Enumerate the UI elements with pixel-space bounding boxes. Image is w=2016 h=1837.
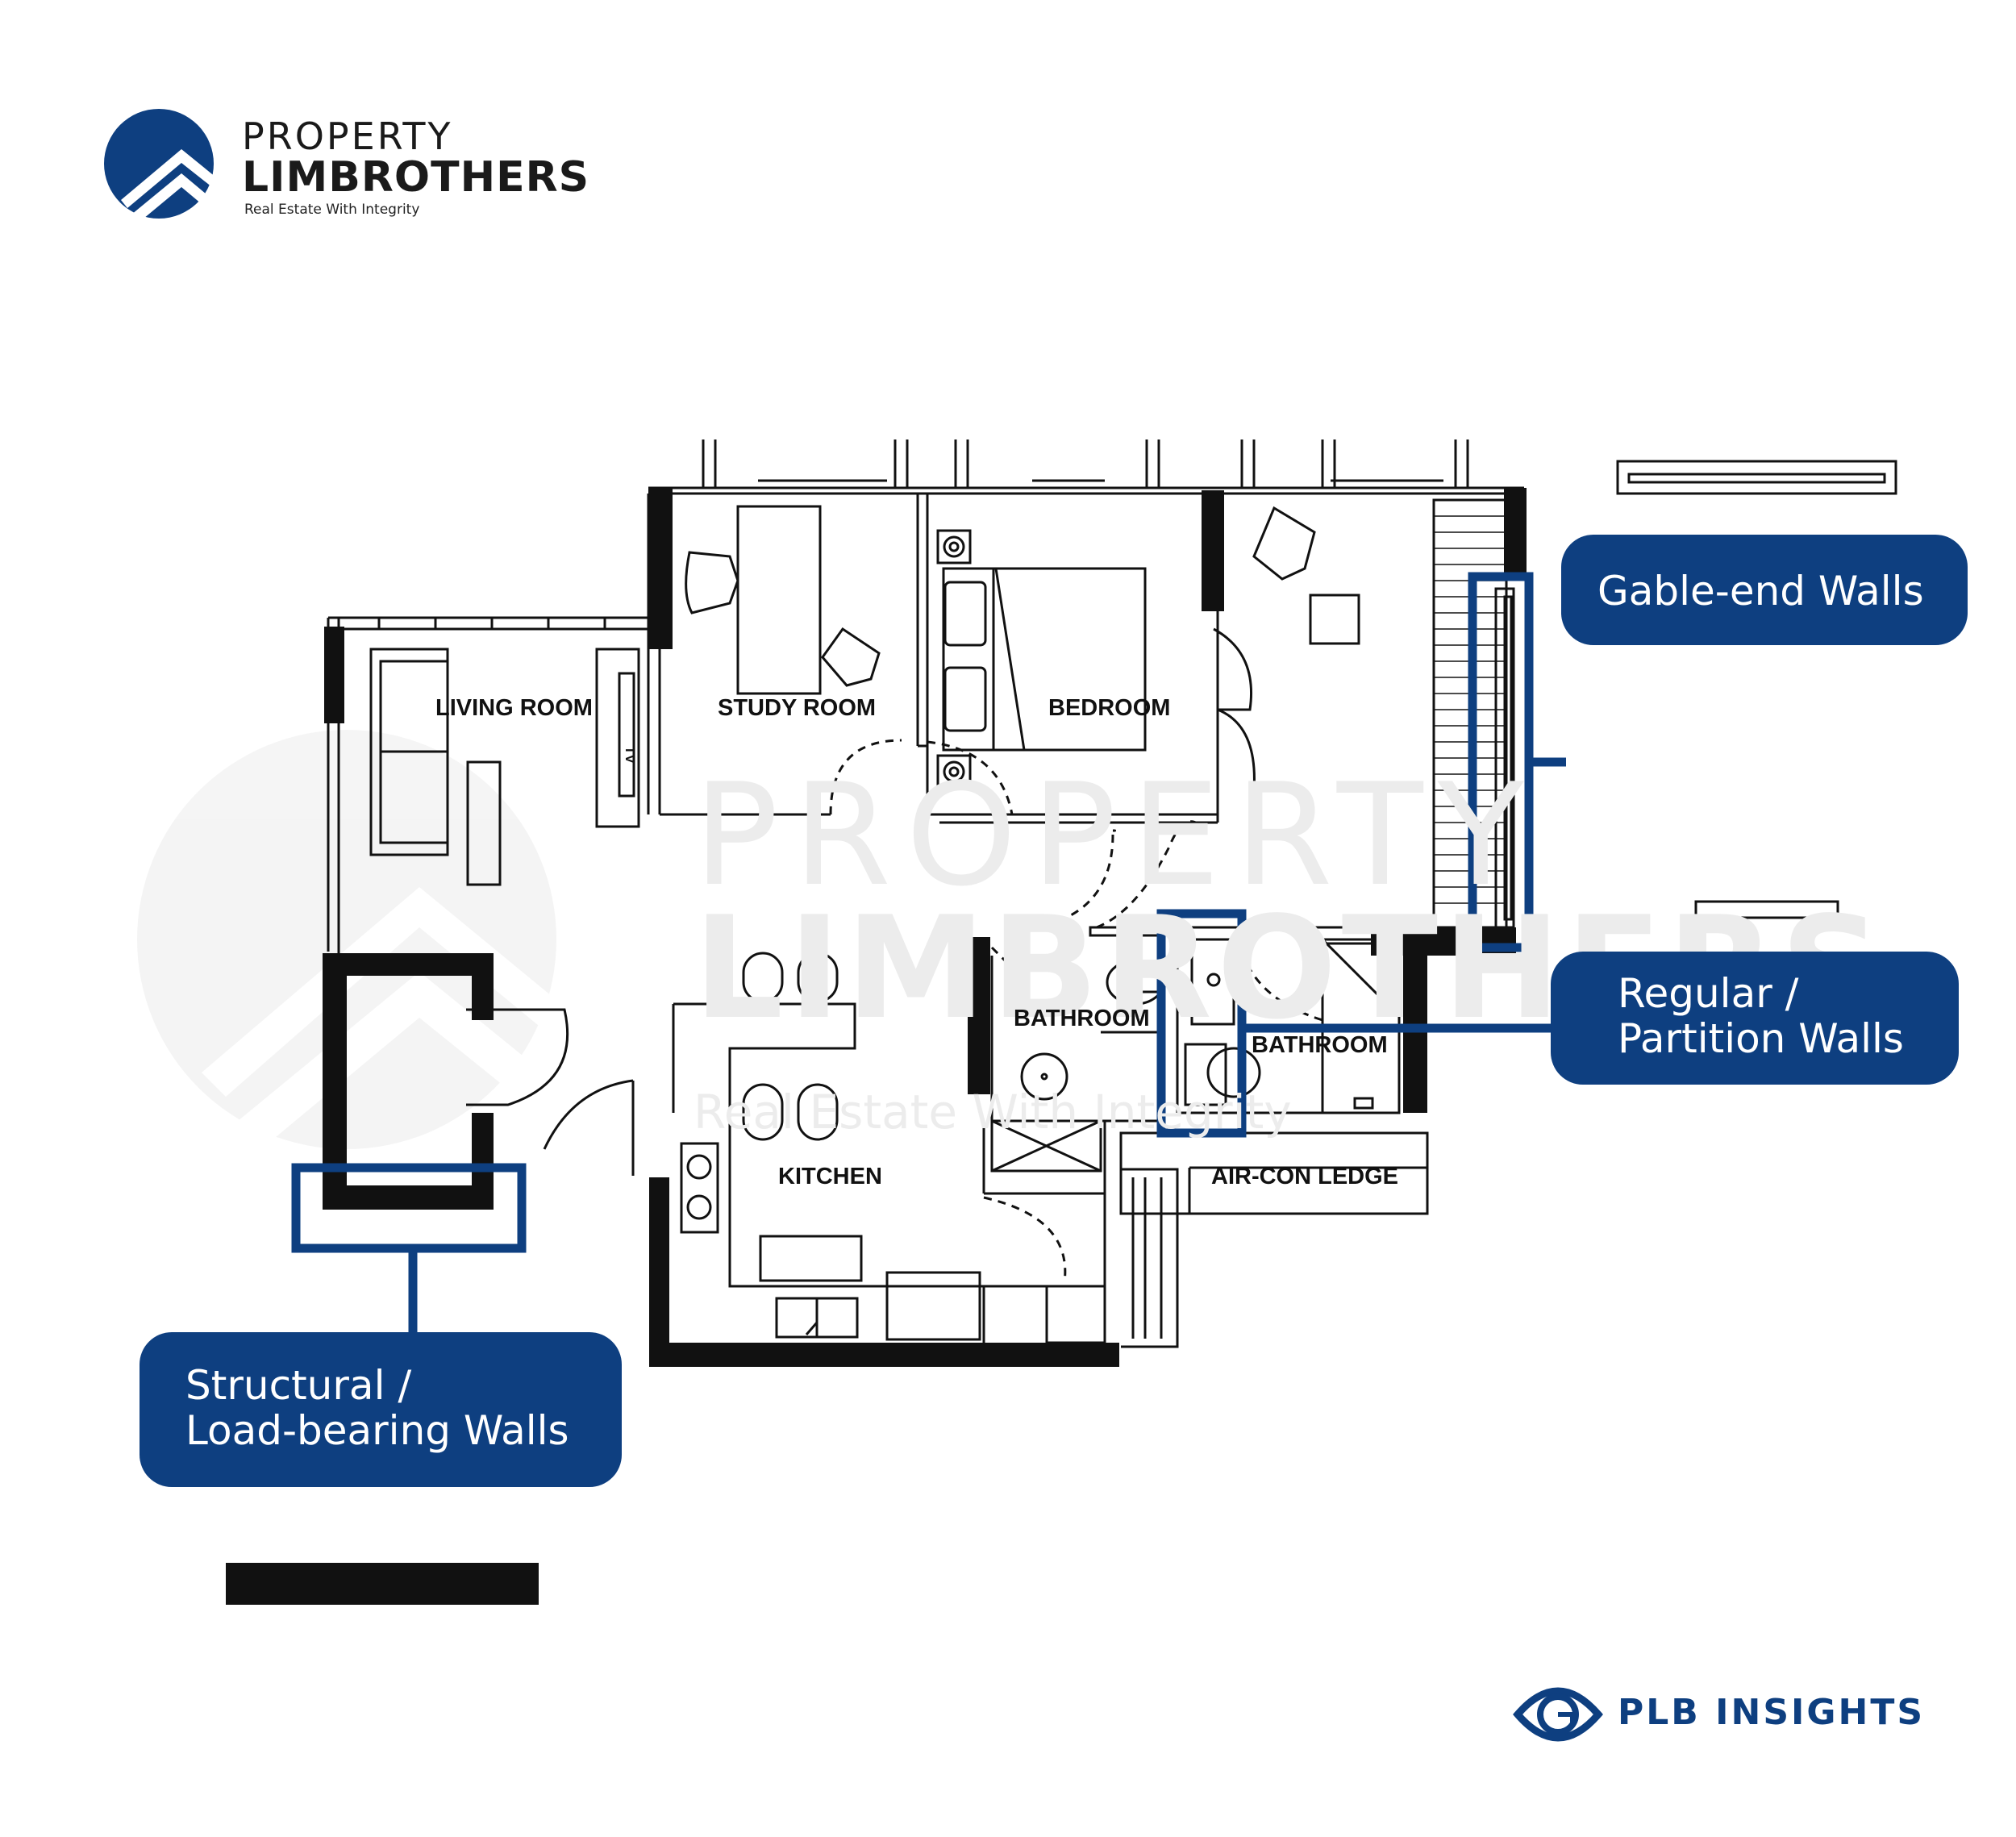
room-label-bedroom: BEDROOM <box>1048 695 1171 721</box>
callout-partition-line1: Regular / <box>1618 970 1799 1017</box>
callout-structural-line1: Structural / <box>185 1362 412 1409</box>
callout-partition: Regular / Partition Walls <box>1551 952 1959 1085</box>
room-label-bathroom-1: BATHROOM <box>1014 1006 1150 1031</box>
brand-name-main: LIMBROTHERS <box>242 153 590 202</box>
callout-structural: Structural / Load-bearing Walls <box>140 1332 622 1487</box>
structural-swatch <box>226 1563 539 1605</box>
tv-label: TV <box>622 746 638 764</box>
legend-swatches <box>226 460 1897 1605</box>
room-label-bathroom-2: BATHROOM <box>1252 1032 1388 1058</box>
eye-icon <box>1513 1687 1603 1742</box>
room-label-living: LIVING ROOM <box>435 695 593 721</box>
wall-highlights <box>291 572 1566 1339</box>
watermark-top: PROPERTY <box>694 754 1539 918</box>
watermark-emblem-icon <box>137 730 556 1149</box>
room-label-study: STUDY ROOM <box>718 695 877 721</box>
callout-structural-line2: Load-bearing Walls <box>185 1407 569 1454</box>
callout-gable-end: Gable-end Walls <box>1561 535 1968 645</box>
partition-swatch <box>1694 900 1839 919</box>
callout-partition-line2: Partition Walls <box>1618 1015 1904 1062</box>
gable-swatch <box>1616 460 1897 495</box>
brand-name-top: PROPERTY <box>242 115 453 158</box>
room-label-kitchen: KITCHEN <box>778 1164 882 1189</box>
brand-logo-icon <box>104 109 216 223</box>
structural-walls <box>323 488 1527 1367</box>
room-label-aircon: AIR-CON LEDGE <box>1211 1164 1398 1189</box>
callout-gable-end-text: Gable-end Walls <box>1597 568 1924 614</box>
brand-tagline: Real Estate With Integrity <box>244 202 420 218</box>
floor-plan <box>327 439 1524 1348</box>
footer-brand: PLB INSIGHTS <box>1618 1692 1926 1733</box>
partition-highlight <box>1156 909 1247 1138</box>
watermark-tag: Real Estate With Integrity <box>694 1085 1292 1139</box>
